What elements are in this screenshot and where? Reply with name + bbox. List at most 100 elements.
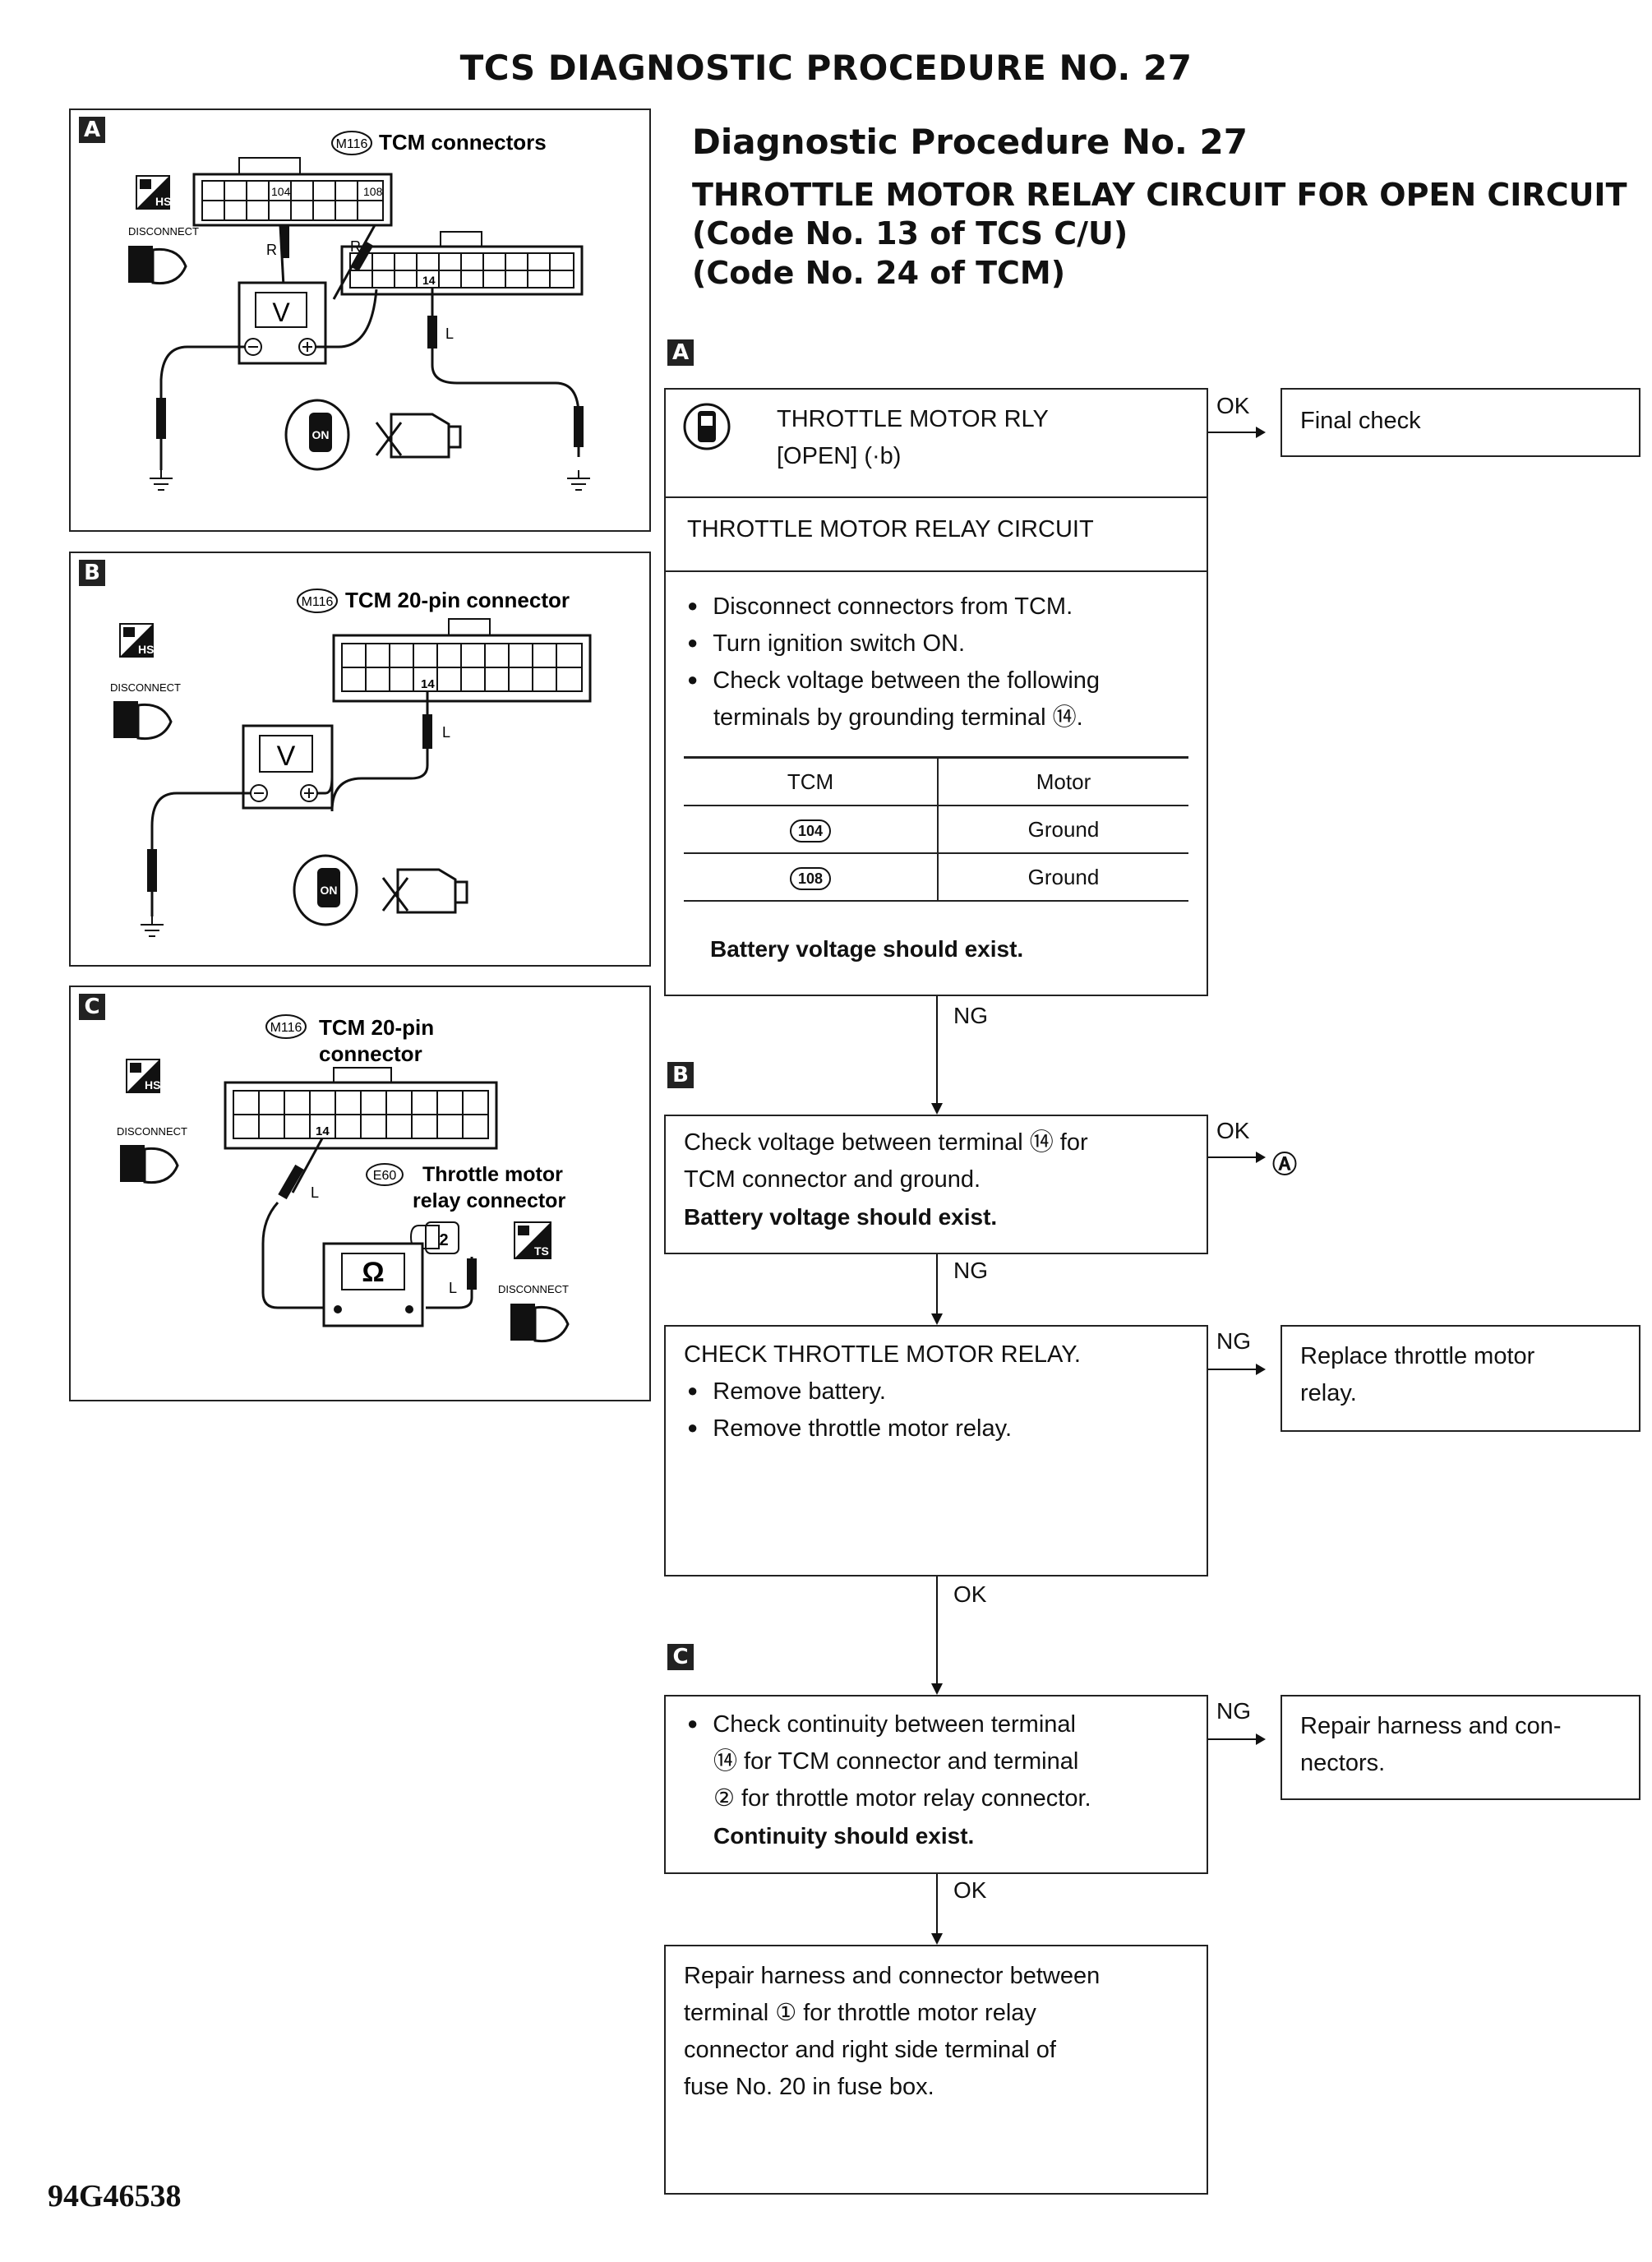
terminal-side-icon: TS <box>514 1221 551 1259</box>
arrow-down <box>931 1874 943 1945</box>
wire-l: L <box>445 325 454 342</box>
harness-side-icon: HS <box>119 623 154 658</box>
ok-label: OK <box>953 1581 987 1607</box>
voltmeter-icon: V <box>238 281 327 365</box>
final-repair-line-4: fuse No. 20 in fuse box. <box>684 2074 934 2100</box>
replace-relay-box: Replace throttle motor relay. <box>1281 1325 1640 1432</box>
circuit-title: THROTTLE MOTOR RELAY CIRCUIT <box>687 516 1094 542</box>
step-b-line-1: Check voltage between terminal ⑭ for <box>684 1129 1088 1156</box>
engine-icon <box>375 413 462 459</box>
figure-c: C M116 TCM 20-pin connector HS DISCONNEC… <box>69 986 651 1401</box>
disconnect-label-2: DISCONNECT <box>498 1283 569 1295</box>
step-a-bullet-1: Disconnect connectors from TCM. <box>687 589 1073 626</box>
disconnect-connector-icon-2 <box>510 1304 570 1343</box>
relay-check-bullet-1: Remove battery. <box>687 1373 886 1411</box>
wire-l-1: L <box>311 1184 319 1201</box>
ng-label: NG <box>953 1258 988 1283</box>
step-b-line-2: TCM connector and ground. <box>684 1166 981 1193</box>
final-repair-box: Repair harness and connector between ter… <box>664 1945 1208 2195</box>
wire-l-2: L <box>449 1280 457 1296</box>
terminal-badge: 104 <box>789 819 832 842</box>
figure-b: B M116 TCM 20-pin connector HS DISCONNEC… <box>69 552 651 967</box>
connector-label-1: TCM 20-pin <box>319 1015 434 1040</box>
final-check-text: Final check <box>1300 408 1421 434</box>
ignition-key-icon: ON <box>293 854 358 926</box>
pin-104-label: 104 <box>271 185 291 198</box>
final-repair-line-1: Repair harness and connector between <box>684 1963 1101 1989</box>
arrow-right <box>1208 1733 1266 1745</box>
connector-label-2: connector <box>319 1041 422 1066</box>
figure-c-letter: C <box>79 994 105 1020</box>
table-header: TCM <box>684 757 939 806</box>
connector-id-text: M116 <box>336 137 368 151</box>
svg-text:2: 2 <box>439 1231 448 1249</box>
voltmeter-icon: V <box>242 724 334 810</box>
svg-text:ON: ON <box>312 428 330 441</box>
step-a-bullet-3: Check voltage between the following <box>687 662 1100 700</box>
relay-label-2: relay connector <box>413 1189 565 1212</box>
voltage-table: TCM Motor 104 Ground 108 Ground <box>684 756 1188 902</box>
tcm-connector-16pin: 104 108 <box>192 157 393 227</box>
connector-id-badge <box>331 131 372 155</box>
connector-id-text: M116 <box>270 1021 302 1035</box>
repair-harness-line-1: Repair harness and con- <box>1300 1713 1562 1739</box>
ng-label: NG <box>953 1003 988 1028</box>
engine-icon <box>381 868 468 914</box>
step-c-line-3: ② for throttle motor relay connector. <box>713 1785 1091 1812</box>
divider <box>666 496 1207 498</box>
terminal-badge: 108 <box>789 867 832 890</box>
pin-14-label: 14 <box>316 1124 330 1138</box>
arrow-down <box>931 1254 943 1325</box>
disconnect-label-1: DISCONNECT <box>117 1125 187 1138</box>
figure-code: 94G46538 <box>48 2179 182 2214</box>
svg-text:V: V <box>272 298 290 327</box>
figure-b-diagram: M116 TCM 20-pin connector HS DISCONNECT <box>110 588 592 937</box>
final-repair-line-2: terminal ① for throttle motor relay <box>684 2000 1036 2026</box>
harness-side-icon: HS <box>126 1059 160 1093</box>
step-c-line-1: Check continuity between terminal <box>687 1706 1076 1744</box>
disconnect-connector-icon <box>113 701 173 741</box>
relay-check-bullet-2: Remove throttle motor relay. <box>687 1410 1012 1448</box>
disconnect-label: DISCONNECT <box>128 225 199 238</box>
pin-14-label: 14 <box>422 274 436 287</box>
ok-label: OK <box>1216 1118 1250 1143</box>
pin-108-label: 108 <box>363 185 383 198</box>
table-cell: Ground <box>938 806 1188 854</box>
pin-14-label: 14 <box>421 677 435 691</box>
ok-label: OK <box>1216 393 1250 418</box>
replace-relay-line-1: Replace throttle motor <box>1300 1343 1535 1369</box>
monitor-line-2: [OPEN] (·b) <box>777 443 902 469</box>
svg-text:ON: ON <box>321 884 338 897</box>
step-a-letter: A <box>667 339 694 366</box>
arrow-right <box>1208 1364 1266 1375</box>
monitor-line-1: THROTTLE MOTOR RLY <box>777 406 1049 432</box>
connector-id-text: M116 <box>302 595 334 609</box>
repair-harness-box: Repair harness and con- nectors. <box>1281 1695 1640 1800</box>
table-row: 108 Ground <box>684 853 1188 902</box>
table-header-row: TCM Motor <box>684 757 1188 806</box>
tcm-connector-20pin: 14 <box>224 1067 498 1150</box>
connector-label: TCM 20-pin connector <box>345 588 570 612</box>
consult-icon <box>683 403 731 450</box>
ng-label: NG <box>1216 1328 1251 1354</box>
step-b-box: Check voltage between terminal ⑭ for TCM… <box>664 1115 1208 1254</box>
tcm-connector-20pin: 14 <box>340 231 584 296</box>
svg-text:Ω: Ω <box>362 1257 384 1288</box>
table-cell: 104 <box>684 806 939 854</box>
disconnect-connector-icon <box>120 1145 179 1184</box>
procedure-subject: THROTTLE MOTOR RELAY CIRCUIT FOR OPEN CI… <box>692 177 1627 213</box>
disconnect-connector-icon <box>128 246 187 285</box>
table-cell: Ground <box>938 853 1188 902</box>
ignition-key-icon: ON <box>284 399 350 471</box>
repair-harness-line-2: nectors. <box>1300 1750 1386 1776</box>
figure-a-letter: A <box>79 117 105 143</box>
tcs-code: (Code No. 13 of TCS C/U) <box>692 215 1128 252</box>
arrow-right <box>1208 427 1266 438</box>
page-title: TCS DIAGNOSTIC PROCEDURE NO. 27 <box>459 48 1193 88</box>
svg-text:HS: HS <box>145 1078 160 1092</box>
divider <box>666 570 1207 572</box>
step-a-bullet-3-cont: terminals by grounding terminal ⑭. <box>713 704 1083 731</box>
svg-text:HS: HS <box>155 195 171 208</box>
goto-a-marker: Ⓐ <box>1272 1152 1297 1179</box>
svg-text:V: V <box>277 741 296 772</box>
